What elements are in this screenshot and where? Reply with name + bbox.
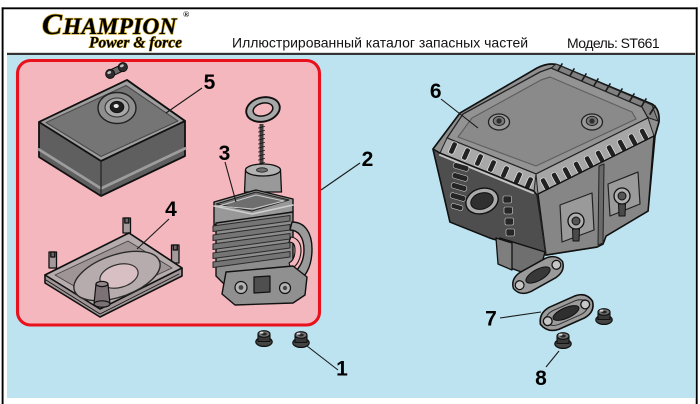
svg-text:2: 2 xyxy=(362,148,374,171)
svg-text:3: 3 xyxy=(219,142,231,165)
svg-text:C: C xyxy=(42,8,63,41)
svg-text:7: 7 xyxy=(485,308,497,331)
svg-text:5: 5 xyxy=(204,71,216,94)
svg-text:®: ® xyxy=(183,9,190,19)
svg-text:Power & force: Power & force xyxy=(89,35,182,52)
svg-text:1: 1 xyxy=(336,358,348,381)
svg-text:Иллюстрированный каталог запас: Иллюстрированный каталог запасных частей xyxy=(232,35,528,51)
svg-text:Модель: ST661: Модель: ST661 xyxy=(567,35,660,51)
svg-text:8: 8 xyxy=(535,367,547,390)
svg-text:4: 4 xyxy=(165,198,177,221)
svg-text:6: 6 xyxy=(430,80,442,103)
svg-text:HAMPION: HAMPION xyxy=(62,14,178,40)
